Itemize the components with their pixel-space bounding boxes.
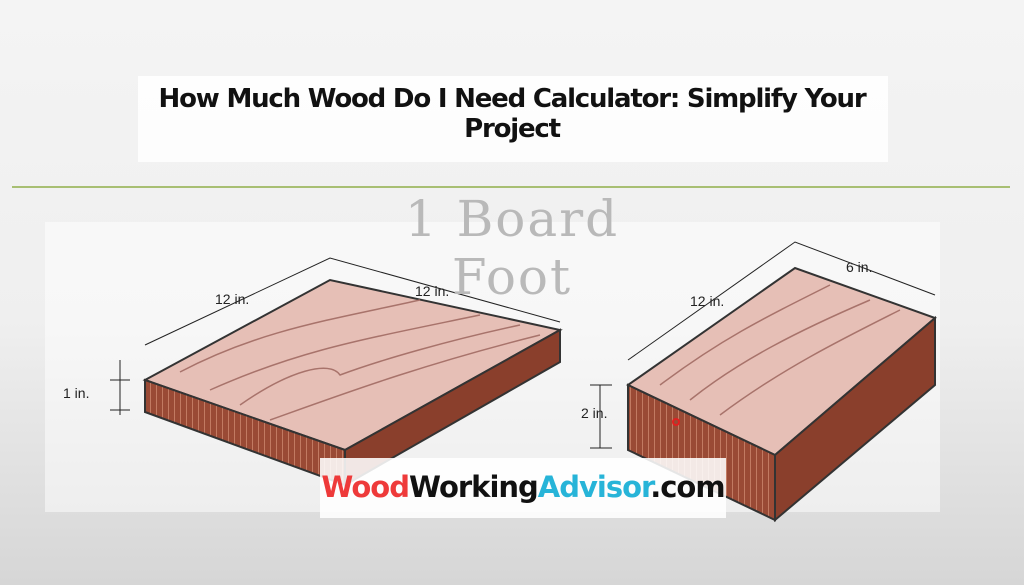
page-title: How Much Wood Do I Need Calculator: Simp… (158, 84, 867, 144)
logo-part-advisor: Advisor (537, 470, 651, 504)
right-thickness-label: 2 in. (581, 405, 607, 421)
divider (12, 186, 1010, 188)
left-thickness-label: 1 in. (63, 385, 89, 401)
left-width-label: 12 in. (415, 283, 449, 299)
right-width-label: 6 in. (846, 259, 872, 275)
right-board: 12 in. 6 in. 2 in. (581, 241, 937, 523)
right-length-label: 12 in. (690, 293, 724, 309)
logo-part-domain: .com (650, 470, 725, 504)
logo-part-working: Working (408, 470, 539, 504)
left-board: 12 in. 12 in. 1 in. (63, 257, 563, 487)
site-logo: WoodWorkingAdvisor.com (320, 470, 726, 504)
left-length-label: 12 in. (215, 291, 249, 307)
title-backdrop (138, 76, 888, 162)
logo-backdrop (320, 458, 726, 518)
logo-part-wood: Wood (321, 470, 410, 504)
background-caption: 1 Board Foot (404, 190, 620, 306)
